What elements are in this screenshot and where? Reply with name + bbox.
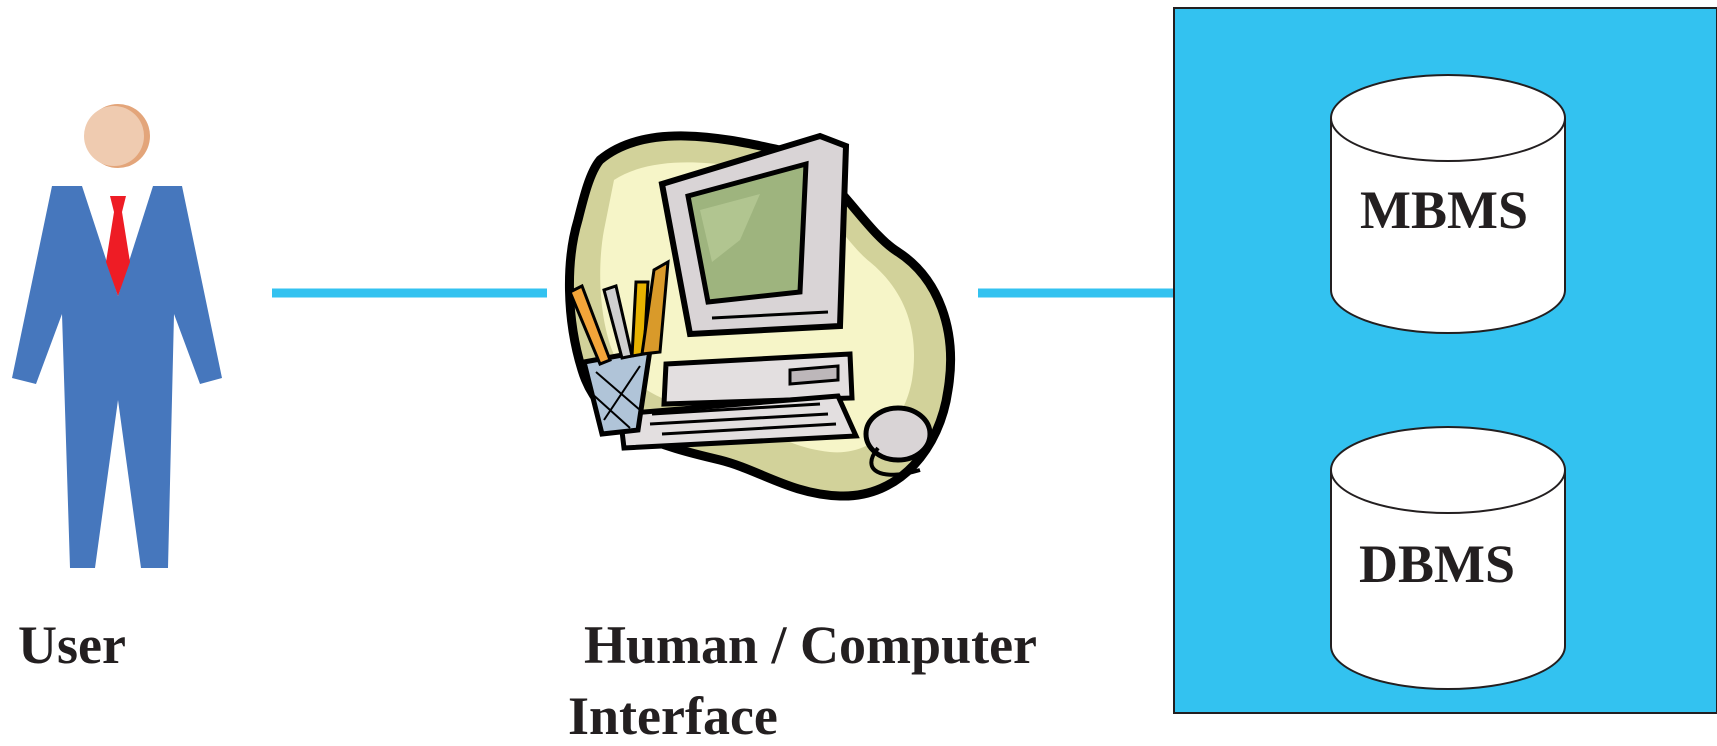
dbms-cylinder: DBMS [1330, 426, 1566, 690]
mbms-label: MBMS [1360, 180, 1528, 240]
computer-icon [564, 131, 956, 501]
mbms-cylinder: MBMS [1330, 74, 1566, 334]
person-icon [12, 104, 222, 568]
interface-label-line1: Human / Computer [584, 615, 1038, 675]
user-label: User [18, 615, 126, 675]
interface-label-line2: Interface [568, 686, 778, 746]
dbms-label: DBMS [1359, 534, 1515, 594]
